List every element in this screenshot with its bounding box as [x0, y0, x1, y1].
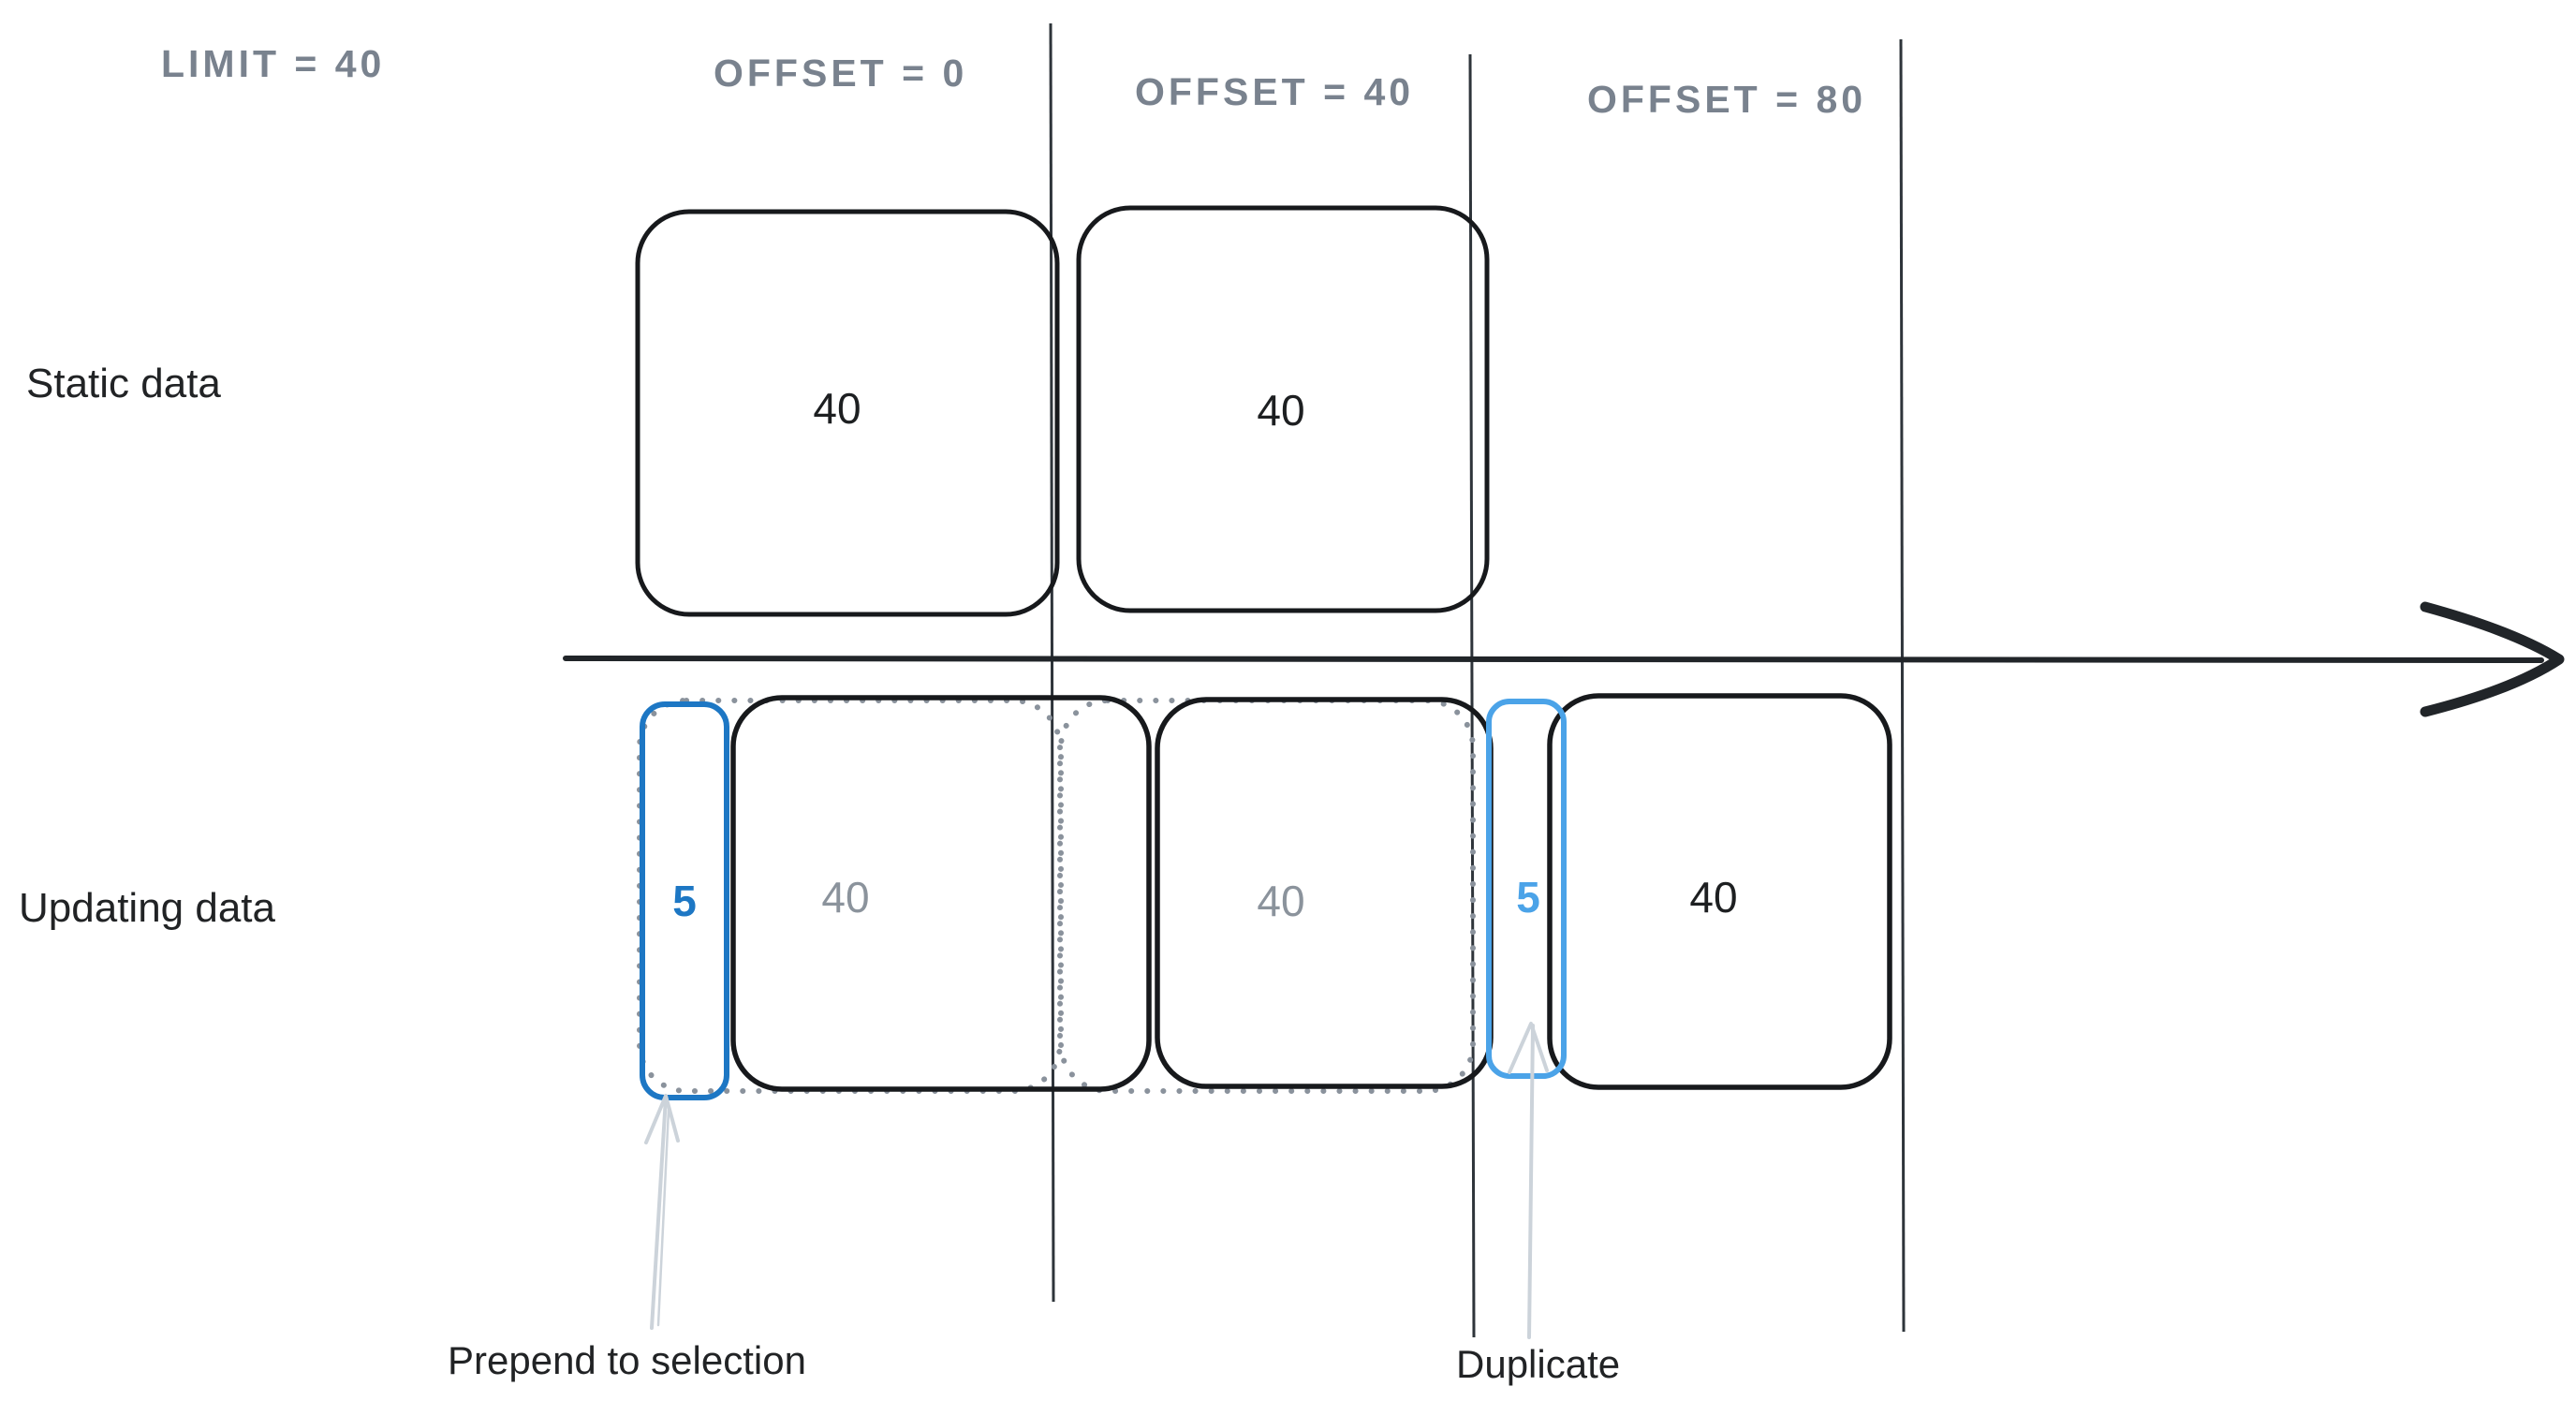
updating-page-1-box	[730, 695, 1152, 1092]
offset-divider-line-2	[1468, 53, 1476, 1338]
prepend-annotation-arrowhead-icon	[644, 1094, 680, 1144]
updating-page-2-box	[1155, 697, 1494, 1089]
prepend-annotation-arrow-line	[650, 1096, 668, 1330]
updating-page-1-count: 40	[821, 873, 870, 922]
duplicate-annotation-arrow-line	[1527, 1024, 1535, 1339]
static-page-2-box	[1076, 205, 1490, 613]
offset-40-label: OFFSET = 40	[1135, 70, 1415, 113]
offset-80-label: OFFSET = 80	[1587, 78, 1867, 121]
updating-page-3-count: 40	[1689, 873, 1738, 922]
updating-page-3-box	[1547, 693, 1892, 1090]
updating-page-2-count: 40	[1257, 877, 1305, 925]
updating-row-label: Updating data	[19, 885, 275, 931]
static-row-label: Static data	[26, 361, 221, 406]
static-page-1-box	[635, 209, 1060, 617]
duplicate-annotation-label: Duplicate	[1456, 1342, 1621, 1386]
offset-0-label: OFFSET = 0	[714, 52, 968, 95]
static-page-2-count: 40	[1257, 386, 1305, 435]
offset-divider-line-3	[1899, 38, 1906, 1333]
prepend-annotation-label: Prepend to selection	[448, 1338, 806, 1382]
prepended-items-highlight-box	[640, 701, 729, 1100]
duplicate-items-count: 5	[1516, 873, 1540, 922]
limit-label: LIMIT = 40	[161, 42, 386, 85]
static-page-1-count: 40	[813, 384, 861, 433]
timeline-axis-line	[563, 656, 2544, 663]
timeline-arrowhead-icon	[2420, 601, 2565, 717]
duplicate-annotation-arrowhead-icon	[1508, 1022, 1549, 1074]
prepend-annotation-arrow-line-echo	[656, 1108, 670, 1327]
prepended-items-count: 5	[672, 877, 697, 925]
offset-divider-line-1	[1049, 22, 1055, 1303]
duplicate-items-highlight-box	[1486, 699, 1567, 1079]
